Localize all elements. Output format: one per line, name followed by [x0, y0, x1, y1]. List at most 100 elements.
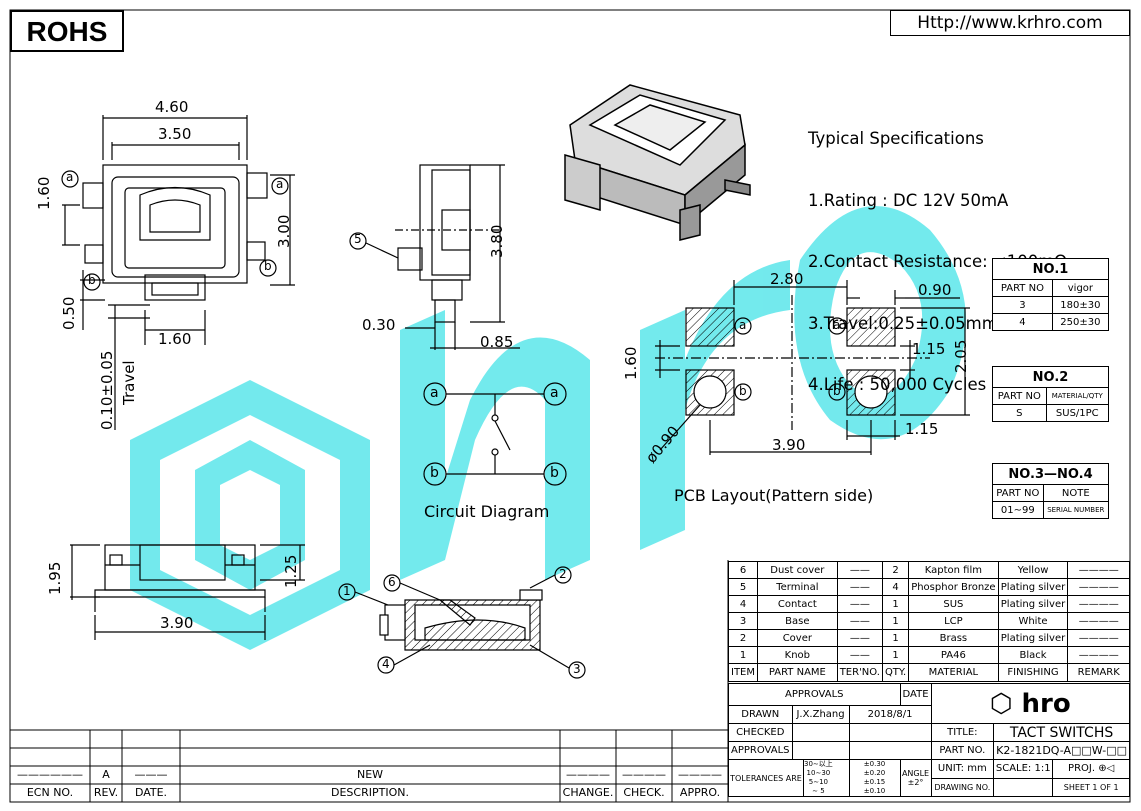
hro-logo: ⬡ hro [930, 683, 1131, 724]
drawing-no-label: DRAWING NO. [934, 783, 991, 792]
bom-qty: 4 [881, 578, 910, 596]
rev-header-appro: APPRO. [679, 786, 721, 799]
title-block: APPROVALS DATE ⬡ hro DRAWN J.X.Zhang 201… [728, 683, 1131, 797]
title-value: TACT SWITCHS [993, 723, 1130, 742]
drawn-by: J.X.Zhang [791, 705, 850, 724]
rev-header-desc: DESCRIPTION. [331, 786, 409, 799]
bom-item: 4 [727, 595, 759, 613]
no2-title: NO.2 [992, 366, 1109, 388]
bom-remark: ———— [1067, 629, 1130, 647]
proj-sheet-cell: PROJ. ⊕◁ SHEET 1 OF 1 [1052, 759, 1130, 797]
no34-header-note: NOTE [1042, 484, 1110, 502]
bom-material: Brass [908, 629, 999, 647]
rev-check-value: ———— [622, 768, 666, 781]
bom-header-material: MATERIAL [908, 663, 999, 682]
pcb-dim-3-90: 3.90 [772, 436, 806, 454]
no1-cell: 4 [992, 313, 1053, 331]
bom-ter: —— [836, 578, 883, 596]
label-b-bottom-left: b [88, 273, 96, 287]
dim-0-30: 0.30 [362, 316, 396, 334]
scale-value: 1:1 [1034, 763, 1051, 774]
typical-specifications: Typical Specifications 1.Rating : DC 12V… [808, 88, 1067, 416]
bom-finishing: Plating silver [997, 578, 1069, 596]
sheet-value: 1 OF 1 [1092, 783, 1119, 792]
checked-by [791, 723, 850, 742]
company-url: Http://www.krhro.com [890, 10, 1130, 36]
tol-range: 30∼以上 [804, 760, 833, 769]
rev-header-rev: REV. [93, 786, 119, 799]
no34-cell: SERIAL NUMBER [1042, 501, 1110, 519]
title-label: TITLE: [930, 723, 995, 742]
dim-3-80: 3.80 [488, 224, 506, 258]
bom-header-qty: QTY. [881, 663, 910, 682]
watermark-logo [130, 206, 966, 650]
approvals-header: APPROVALS [728, 683, 901, 706]
bom-ter: —— [836, 629, 883, 647]
bom-name: Dust cover [757, 561, 838, 579]
rev-rev-value: A [102, 768, 110, 781]
dim-0-50: 0.50 [60, 296, 78, 330]
proj-label: PROJ. [1068, 763, 1096, 774]
circuit-a-left: a [430, 385, 439, 401]
pcb-b-left: b [739, 384, 747, 398]
bom-header-item: ITEM [727, 663, 759, 682]
pcb-dim-1-60: 1.60 [622, 346, 640, 380]
rev-header-check: CHECK. [623, 786, 665, 799]
dim-1-60-bottom: 1.60 [158, 330, 192, 348]
bom-remark: ———— [1067, 612, 1130, 630]
spec-rating: 1.Rating : DC 12V 50mA [808, 190, 1009, 210]
no1-header-partno: PART NO [992, 279, 1053, 297]
tol-range: ∼ 5 [812, 787, 825, 795]
approvals2-date [848, 741, 932, 760]
drawn-label: DRAWN [728, 705, 793, 724]
spec-travel: 3.Travel:0.25±0.05mm [808, 313, 998, 333]
label-a-top-left: a [66, 170, 74, 184]
section-label-4: 4 [382, 657, 390, 671]
rev-ecn-value: —————— [17, 768, 83, 781]
circuit-caption: Circuit Diagram [424, 502, 550, 521]
revision-block-lines [10, 560, 729, 802]
circuit-a-right: a [550, 385, 559, 401]
section-label-3: 3 [573, 662, 581, 676]
section-view [338, 566, 586, 679]
section-label-2: 2 [559, 567, 567, 581]
bom-ter: —— [836, 595, 883, 613]
bom-material: LCP [908, 612, 999, 630]
circuit-b-left: b [430, 465, 439, 481]
tolerances-label: TOLERANCES ARE [730, 773, 802, 783]
front-view [70, 544, 305, 640]
bom-qty: 1 [881, 646, 910, 664]
dim-1-95: 1.95 [46, 561, 64, 595]
dim-travel: 0.10±0.05 [98, 350, 116, 430]
rev-desc-value: NEW [356, 768, 384, 781]
top-view [61, 115, 295, 430]
dim-3-50: 3.50 [158, 125, 192, 143]
label-5-side: 5 [354, 232, 362, 246]
dim-3-00: 3.00 [275, 214, 293, 248]
bom-ter: —— [836, 612, 883, 630]
dim-3-90-front: 3.90 [160, 614, 194, 632]
unit-drawing-cell: UNIT: mm DRAWING NO. [930, 759, 995, 797]
dim-0-85: 0.85 [480, 333, 514, 351]
checked-label: CHECKED [728, 723, 793, 742]
bom-item: 5 [727, 578, 759, 596]
circuit-diagram [423, 382, 567, 486]
bom-material: PA46 [908, 646, 999, 664]
no34-cell: 01∼99 [992, 501, 1044, 519]
pcb-dim-0-90: 0.90 [918, 281, 952, 299]
approvals2-label: APPROVALS [728, 741, 793, 760]
tol-value: ±0.20 [863, 769, 886, 777]
bom-qty: 2 [881, 561, 910, 579]
bom-name: Terminal [757, 578, 838, 596]
pcb-layout [655, 280, 970, 455]
tol-value: ±0.15 [863, 778, 886, 786]
no34-title: NO.3—NO.4 [992, 463, 1109, 485]
tol-value: ±0.30 [863, 760, 886, 769]
no2-cell: S [992, 404, 1047, 422]
approvals2-by [791, 741, 850, 760]
no1-cell: 3 [992, 296, 1053, 314]
no2-cell: SUS/1PC [1045, 404, 1110, 422]
